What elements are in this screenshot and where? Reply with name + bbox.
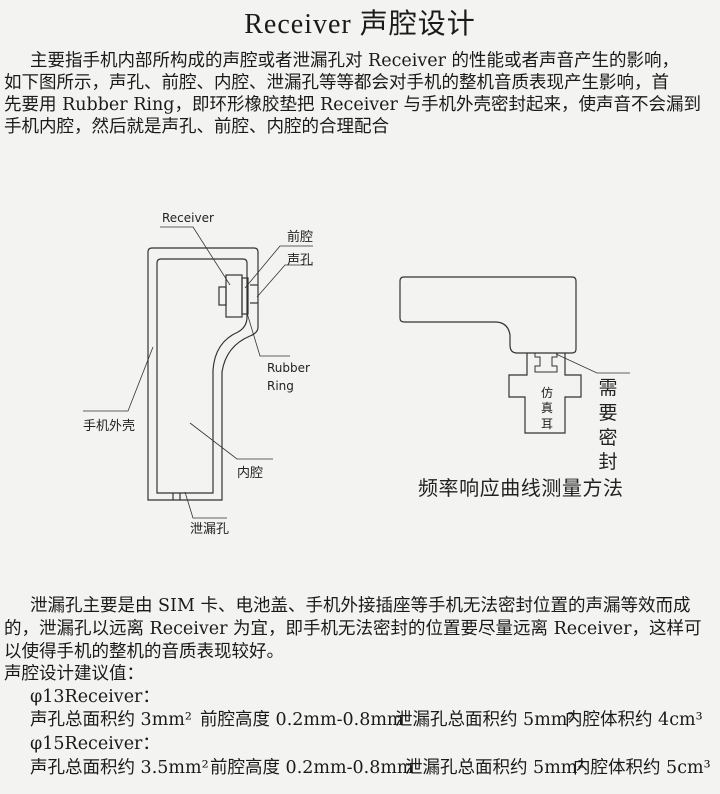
label-seal-1: 需 [598,377,617,399]
intro-line: 如下图所示，声孔、前腔、内腔、泄漏孔等等都会对手机的整机音质表现产生影响，首 [4,73,669,93]
spec-item: 声孔总面积约 3.5mm² [30,758,209,778]
label-ear-2: 真 [541,401,553,415]
phone-cross-section-diagram [83,226,313,519]
label-leak-hole: 泄漏孔 [190,521,229,537]
label-seal-3: 密 [598,427,617,449]
body-line: 泄漏孔主要是由 SIM 卡、电池盖、手机外接插座等手机无法密封位置的声漏等效而成 [30,596,691,616]
label-sound-hole: 声孔 [287,253,313,268]
label-rubber: Rubber [267,361,310,375]
label-ear-1: 仿 [541,386,553,400]
label-ear-3: 耳 [541,417,553,431]
label-ring: Ring [267,379,294,393]
label-seal-2: 要 [598,402,617,424]
spec-row: 声孔总面积约 3.5mm²前腔高度 0.2mm-0.8mm泄漏孔总面积约 5mm… [30,757,711,779]
spec-item: 泄漏孔总面积约 5mm² [405,758,585,778]
recommend-title: 声腔设计建议值： [4,664,144,684]
spec-name: φ15Receiver： [30,734,160,754]
label-receiver: Receiver [162,211,214,225]
intro-line: 主要指手机内部所构成的声腔或者泄漏孔对 Receiver 的性能或者声音产生的影… [30,51,680,71]
intro-line: 先要用 Rubber Ring，即环形橡胶垫把 Receiver 与手机外壳密封… [4,95,701,115]
label-inner-cavity: 内腔 [237,465,263,481]
intro-line: 手机内腔，然后就是声孔、前腔、内腔的合理配合 [4,117,389,137]
spec-item: 内腔体积约 4cm³ [565,710,703,730]
spec-item: 声孔总面积约 3mm² [30,710,192,730]
diagram-caption: 频率响应曲线测量方法 [418,476,623,500]
spec-item: 内腔体积约 5cm³ [573,758,711,778]
spec-row: 声孔总面积约 3mm² 前腔高度 0.2mm-0.8mm泄漏孔总面积约 5mm²内… [30,709,703,731]
spec-item: 泄漏孔总面积约 5mm² [395,710,575,730]
label-housing: 手机外壳 [83,419,135,434]
label-front-cavity: 前腔 [287,229,313,245]
frequency-response-setup-diagram [399,276,630,434]
receiver-block [225,274,243,318]
body-line: 的，泄漏孔以远离 Receiver 为宜，即手机无法密封的位置要尽量远离 Rec… [4,619,702,639]
spec-item: 前腔高度 0.2mm-0.8mm [210,758,414,778]
front-cavity [241,277,249,315]
body-line: 以使得手机的整机的音质表现较好。 [4,642,284,662]
spec-item: 前腔高度 0.2mm-0.8mm [200,710,404,730]
page-title: Receiver 声腔设计 [244,9,476,40]
spec-name: φ13Receiver： [30,687,160,707]
label-seal-4: 封 [598,451,617,473]
